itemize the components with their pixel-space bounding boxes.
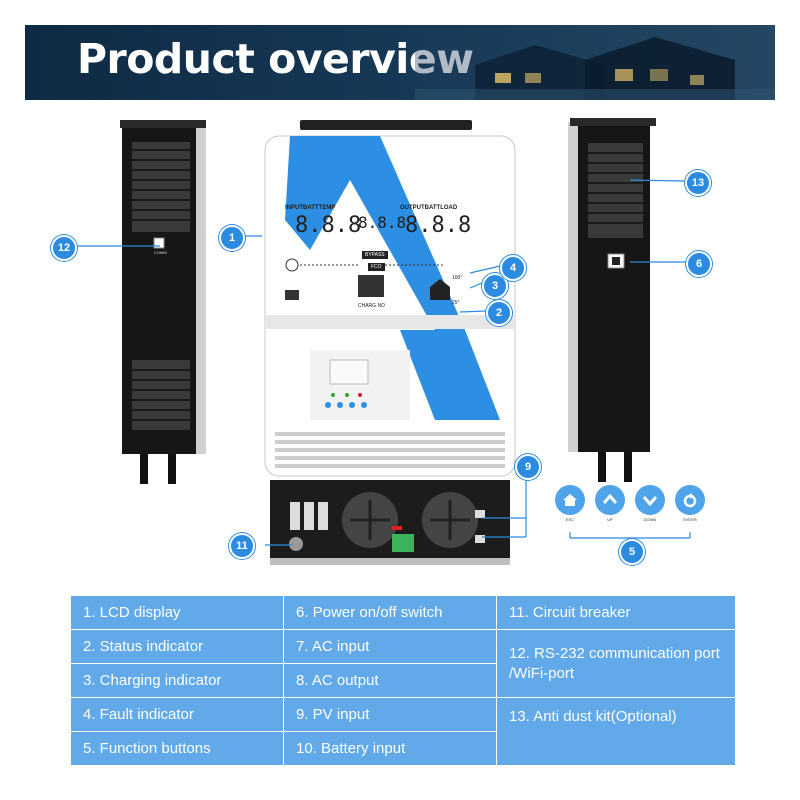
legend-item-12: 12. RS-232 communication port /WiFi-port <box>496 629 736 698</box>
callout-13: 13 <box>685 170 711 196</box>
temp-low-label: 25° <box>452 300 460 306</box>
callout-12: 12 <box>51 235 77 261</box>
callout-4: 4 <box>500 255 526 281</box>
callout-1: 1 <box>219 225 245 251</box>
callout-11: 11 <box>229 533 255 559</box>
legend-item-9: 9. PV input <box>283 697 497 732</box>
legend-item-6: 6. Power on/off switch <box>283 595 497 630</box>
charg-no-label: CHARG NO <box>358 303 385 309</box>
esc-label: ESC <box>565 517 575 522</box>
chevron-up-icon[interactable] <box>595 485 625 515</box>
fco-indicator: FCO <box>368 263 385 271</box>
right-side-view <box>568 118 663 483</box>
enter-icon[interactable] <box>675 485 705 515</box>
temp-high-label: 100° <box>452 275 463 281</box>
bypass-indicator: BYPASS <box>362 251 388 259</box>
legend-item-3: 3. Charging indicator <box>70 663 284 698</box>
lcd-left-header: INPUTBATTTEMP <box>285 205 336 211</box>
callout-6: 6 <box>686 251 712 277</box>
lcd-center-digits: 8.8.8 <box>358 213 407 232</box>
legend-item-8: 8. AC output <box>283 663 497 698</box>
house-silhouette-image <box>415 25 775 100</box>
comm-port-label: COMM <box>154 250 167 255</box>
page-title: Product overview <box>77 35 474 83</box>
down-label: DOWN <box>643 517 657 522</box>
chevron-down-icon[interactable] <box>635 485 665 515</box>
legend-item-4: 4. Fault indicator <box>70 697 284 732</box>
callout-2: 2 <box>486 300 512 326</box>
lcd-right-header: OUTPUTBATTLOAD <box>400 205 458 211</box>
feature-legend-table: 1. LCD display 6. Power on/off switch 11… <box>70 595 736 766</box>
enter-label: ENTER <box>683 517 697 522</box>
front-view: INPUTBATTTEMP OUTPUTBATTLOAD 8.8.8 8.8.8… <box>260 120 520 490</box>
lcd-display: INPUTBATTTEMP OUTPUTBATTLOAD 8.8.8 8.8.8… <box>280 205 472 315</box>
legend-item-10: 10. Battery input <box>283 731 497 766</box>
legend-item-5: 5. Function buttons <box>70 731 284 766</box>
lcd-right-digits: 8.8.8 <box>405 213 472 238</box>
up-label: UP <box>607 517 613 522</box>
bottom-view <box>270 480 510 565</box>
legend-item-11: 11. Circuit breaker <box>496 595 736 630</box>
home-icon[interactable] <box>555 485 585 515</box>
callout-5: 5 <box>619 539 645 565</box>
legend-item-7: 7. AC input <box>283 629 497 664</box>
header-banner: Product overview <box>25 25 775 100</box>
lcd-left-digits: 8.8.8 <box>295 213 362 238</box>
legend-item-2: 2. Status indicator <box>70 629 284 664</box>
legend-item-1: 1. LCD display <box>70 595 284 630</box>
callout-9: 9 <box>515 454 541 480</box>
left-side-view: COMM <box>118 120 208 485</box>
legend-item-13: 13. Anti dust kit(Optional) <box>496 697 736 766</box>
